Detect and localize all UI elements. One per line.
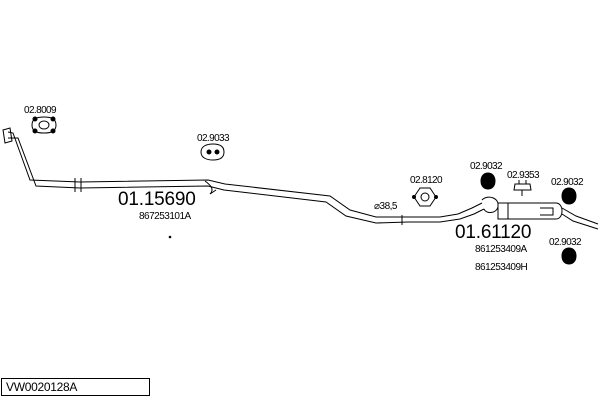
- front-pipe-number: 01.15690: [118, 189, 196, 210]
- rubber-hanger-icon: [200, 143, 225, 161]
- rear-silencer-ref: 861253409H: [475, 262, 528, 273]
- rubber-ring-icon: [480, 172, 496, 190]
- front-pipe: [2, 127, 409, 225]
- rubber-ring-icon: [561, 187, 577, 205]
- part-label: 02.9353: [507, 170, 540, 181]
- assembly-code-box: VW0020128A: [1, 378, 150, 396]
- part-label: 02.9032: [549, 237, 582, 248]
- mounting-bracket-icon: [412, 187, 438, 207]
- part-label: 02.9033: [197, 133, 230, 144]
- rubber-ring-icon: [561, 247, 577, 265]
- marker-dot: [168, 235, 172, 239]
- part-label: 02.9032: [551, 177, 584, 188]
- hanger-bracket-icon: [513, 180, 532, 196]
- pipe-diameter: ⌀38,5: [374, 201, 398, 212]
- part-label: 02.8009: [24, 105, 57, 116]
- assembly-code: VW0020128A: [6, 380, 78, 394]
- part-label: 02.8120: [410, 175, 443, 186]
- rear-silencer: [408, 196, 599, 230]
- rear-silencer-number: 01.61120: [455, 222, 531, 243]
- rear-silencer-ref: 861253409A: [475, 244, 528, 255]
- clamp-icon: [31, 116, 57, 134]
- part-label: 02.9032: [470, 161, 503, 172]
- front-pipe-ref: 867253101A: [139, 211, 192, 222]
